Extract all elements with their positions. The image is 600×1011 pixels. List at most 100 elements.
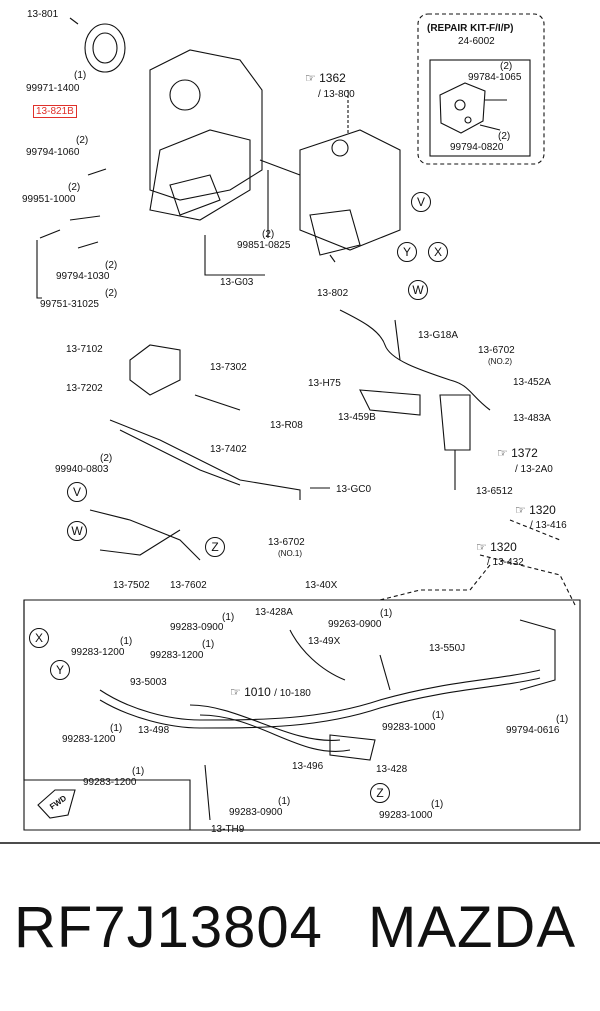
label-13-802: 13-802 <box>317 288 349 299</box>
label-qty: (1) <box>202 639 215 650</box>
ref-1010-number: 1010 <box>244 685 271 699</box>
label-qty: (1) <box>556 714 569 725</box>
label-13-g03: 13-G03 <box>220 277 254 288</box>
label-qty: (1) <box>278 796 291 807</box>
label-qty: (2) <box>498 131 511 142</box>
label-93-5003: 93-5003 <box>130 677 167 688</box>
ref-1320-number: 1320 <box>529 503 556 517</box>
label-99751-31025: 99751-31025 <box>40 299 99 310</box>
label-99283-0900: 99283-0900 <box>170 622 224 633</box>
label-99283-1000: 99283-1000 <box>382 722 436 733</box>
label-13-49x: 13-49X <box>308 636 341 647</box>
callout-v: V <box>411 192 431 212</box>
label-13-459b: 13-459B <box>338 412 376 423</box>
label-qty: (2) <box>100 453 113 464</box>
ref-1010: ☞ 1010 / 10-180 <box>230 686 311 700</box>
brand-name: MAZDA <box>368 895 576 960</box>
ref-1320-number: 1320 <box>490 540 517 554</box>
label-99951-1000: 99951-1000 <box>22 194 76 205</box>
label-13-432: / 13-432 <box>487 557 524 568</box>
label-13-gc0: 13-GC0 <box>336 484 372 495</box>
label-13-416: / 13-416 <box>530 520 567 531</box>
callout-y: Y <box>50 660 70 680</box>
label-99283-1000: 99283-1000 <box>379 810 433 821</box>
label-13-483a: 13-483A <box>513 413 551 424</box>
callout-w: W <box>408 280 428 300</box>
label-qty: (2) <box>105 288 118 299</box>
pointing-hand-icon: ☞ <box>305 71 316 85</box>
label-no1: (NO.1) <box>278 549 302 558</box>
label-99971-1400: 99971-1400 <box>26 83 80 94</box>
callout-v: V <box>67 482 87 502</box>
label-24-6002: 24-6002 <box>458 36 495 47</box>
label-qty: (1) <box>110 723 123 734</box>
label-13-2a0: / 13-2A0 <box>515 464 553 475</box>
label-13-498: 13-498 <box>138 725 170 736</box>
callout-x: X <box>428 242 448 262</box>
label-13-452a: 13-452A <box>513 377 551 388</box>
label-qty: (1) <box>222 612 235 623</box>
label-13-h75: 13-H75 <box>308 378 341 389</box>
highlighted-part-13-821b[interactable]: 13-821B <box>33 105 77 118</box>
pointing-hand-icon: ☞ <box>515 503 526 517</box>
pointing-hand-icon: ☞ <box>476 540 487 554</box>
label-13-6702-no1: 13-6702 <box>268 537 305 548</box>
label-99794-1030: 99794-1030 <box>56 271 110 282</box>
label-13-7602: 13-7602 <box>170 580 207 591</box>
label-qty: (1) <box>120 636 133 647</box>
label-qty: (2) <box>68 182 81 193</box>
callout-x: X <box>29 628 49 648</box>
label-99283-1200: 99283-1200 <box>62 734 116 745</box>
diagram-drawing <box>0 13 600 844</box>
ref-1372: ☞ 1372 <box>497 447 538 460</box>
pointing-hand-icon: ☞ <box>497 446 508 460</box>
label-qty: (2) <box>105 260 118 271</box>
label-99283-1200: 99283-1200 <box>150 650 204 661</box>
label-qty: (2) <box>76 135 89 146</box>
label-qty: (1) <box>432 710 445 721</box>
label-13-428a: 13-428A <box>255 607 293 618</box>
label-13-7502: 13-7502 <box>113 580 150 591</box>
label-13-7302: 13-7302 <box>210 362 247 373</box>
label-99794-1060: 99794-1060 <box>26 147 80 158</box>
ref-10-180: / 10-180 <box>274 688 311 699</box>
label-13-7402: 13-7402 <box>210 444 247 455</box>
ref-1362-number: 1362 <box>319 71 346 85</box>
callout-z: Z <box>205 537 225 557</box>
label-qty: (2) <box>500 61 513 72</box>
label-99794-0616: 99794-0616 <box>506 725 560 736</box>
callout-z: Z <box>370 783 390 803</box>
label-99940-0803: 99940-0803 <box>55 464 109 475</box>
label-13-550j: 13-550J <box>429 643 466 654</box>
label-qty: (1) <box>74 70 87 81</box>
label-13-496: 13-496 <box>292 761 324 772</box>
label-13-428: 13-428 <box>376 764 408 775</box>
part-number: RF7J13804 <box>14 895 323 960</box>
label-13-6512: 13-6512 <box>476 486 513 497</box>
label-99784-1065: 99784-1065 <box>468 72 522 83</box>
label-13-7102: 13-7102 <box>66 344 103 355</box>
label-99851-0825: 99851-0825 <box>237 240 291 251</box>
ref-1372-number: 1372 <box>511 446 538 460</box>
label-qty: (1) <box>132 766 145 777</box>
label-qty: (1) <box>431 799 444 810</box>
label-13-6702-no2: 13-6702 <box>478 345 515 356</box>
label-no2: (NO.2) <box>488 357 512 366</box>
label-13-40x: 13-40X <box>305 580 338 591</box>
ref-1320-a: ☞ 1320 <box>515 504 556 517</box>
pointing-hand-icon: ☞ <box>230 685 241 699</box>
label-13-800: / 13-800 <box>318 89 355 100</box>
label-qty: (2) <box>262 229 275 240</box>
label-99283-0900: 99283-0900 <box>229 807 283 818</box>
label-qty: (1) <box>380 608 393 619</box>
label-13-801: 13-801 <box>27 9 59 20</box>
ref-1320-b: ☞ 1320 <box>476 541 517 554</box>
label-13-7202: 13-7202 <box>66 383 103 394</box>
label-99794-0820: 99794-0820 <box>450 142 504 153</box>
callout-y: Y <box>397 242 417 262</box>
label-99283-1200: 99283-1200 <box>83 777 137 788</box>
label-99283-1200: 99283-1200 <box>71 647 125 658</box>
label-13-g18a: 13-G18A <box>418 330 459 341</box>
repair-kit-title: (REPAIR KIT-F/I/P) <box>427 23 514 34</box>
parts-diagram: 13-801 (1) 99971-1400 13-821B (2) 99794-… <box>0 9 600 844</box>
